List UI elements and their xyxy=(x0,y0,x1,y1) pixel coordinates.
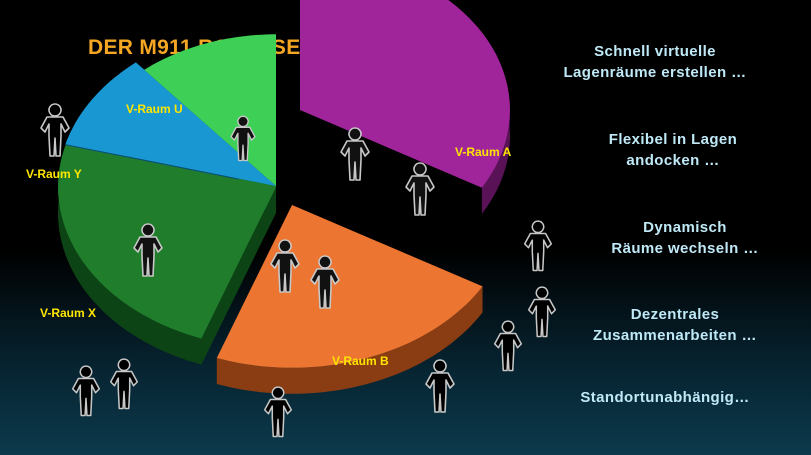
person-standing-icon xyxy=(425,359,455,413)
caption-5: Standortunabhängig… xyxy=(535,387,795,408)
caption-1-line-1: Schnell virtuelle xyxy=(594,43,716,60)
segment-top-4 xyxy=(65,62,277,186)
segment-top-3 xyxy=(58,145,276,339)
person-standing-icon xyxy=(523,220,553,272)
person-standing-icon xyxy=(270,239,300,293)
caption-1-line-2: Lagenräume erstellen … xyxy=(563,64,747,81)
person-standing-icon xyxy=(109,358,139,410)
caption-3-line-2: Räume wechseln … xyxy=(611,240,759,257)
person-standing-icon xyxy=(340,127,370,181)
person-standing-icon xyxy=(71,365,101,417)
caption-5-line-1: Standortunabhängig… xyxy=(580,389,750,406)
segment-label-x: V-Raum X xyxy=(40,306,97,320)
caption-2-line-2: andocken … xyxy=(626,152,720,169)
person-standing-icon xyxy=(405,162,435,216)
caption-3: Dynamisch Räume wechseln … xyxy=(555,217,811,259)
caption-3-line-1: Dynamisch xyxy=(643,219,727,236)
segment-top-1 xyxy=(300,0,510,188)
segment-edge-3 xyxy=(201,187,276,365)
caption-2-line-1: Flexibel in Lagen xyxy=(608,131,738,148)
person-standing-icon xyxy=(263,386,293,438)
segment-label-a: V-Raum A xyxy=(455,145,512,159)
caption-4: Dezentrales Zusammenarbeiten … xyxy=(545,304,805,346)
segment-side-2 xyxy=(216,286,483,394)
person-standing-icon xyxy=(310,255,340,309)
person-standing-icon xyxy=(527,286,557,338)
segment-label-u: V-Raum U xyxy=(126,102,183,116)
person-standing-icon xyxy=(40,103,70,157)
segment-label-y: V-Raum Y xyxy=(26,167,82,181)
caption-2: Flexibel in Lagen andocken … xyxy=(543,129,803,171)
segment-side-3 xyxy=(58,174,202,365)
segment-label-b: V-Raum B xyxy=(332,354,389,368)
person-standing-icon xyxy=(493,320,523,372)
person-standing-icon xyxy=(230,115,256,162)
person-standing-icon xyxy=(133,223,163,277)
caption-1: Schnell virtuelle Lagenräume erstellen … xyxy=(525,41,785,83)
caption-4-line-1: Dezentrales xyxy=(630,306,720,323)
segment-side-1 xyxy=(481,101,510,214)
caption-4-line-2: Zusammenarbeiten … xyxy=(593,327,757,344)
